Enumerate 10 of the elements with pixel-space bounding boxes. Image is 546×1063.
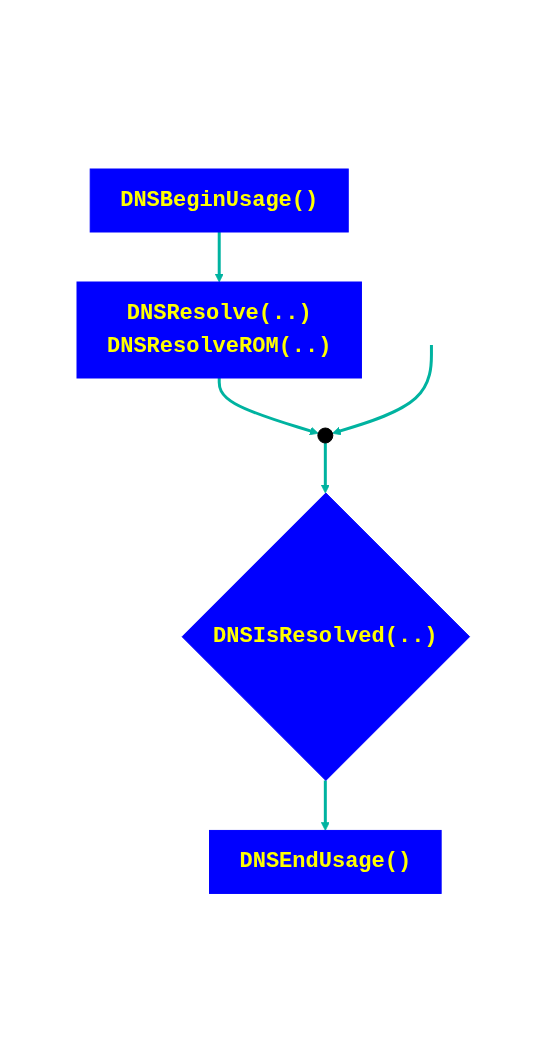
node-box: DNSBeginUsage() bbox=[89, 168, 349, 233]
node-circle bbox=[317, 427, 334, 444]
arrow bbox=[320, 780, 330, 832]
node-box: DNSEndUsage() bbox=[208, 830, 442, 895]
node-diamond: DNSIsResolved(..) bbox=[181, 492, 470, 782]
arrow bbox=[217, 378, 319, 436]
arrow bbox=[214, 232, 224, 283]
arrow bbox=[320, 443, 330, 494]
node-box: DNSResolve(..) DNSResolveROM(..) bbox=[76, 281, 362, 379]
arrow bbox=[331, 345, 433, 436]
